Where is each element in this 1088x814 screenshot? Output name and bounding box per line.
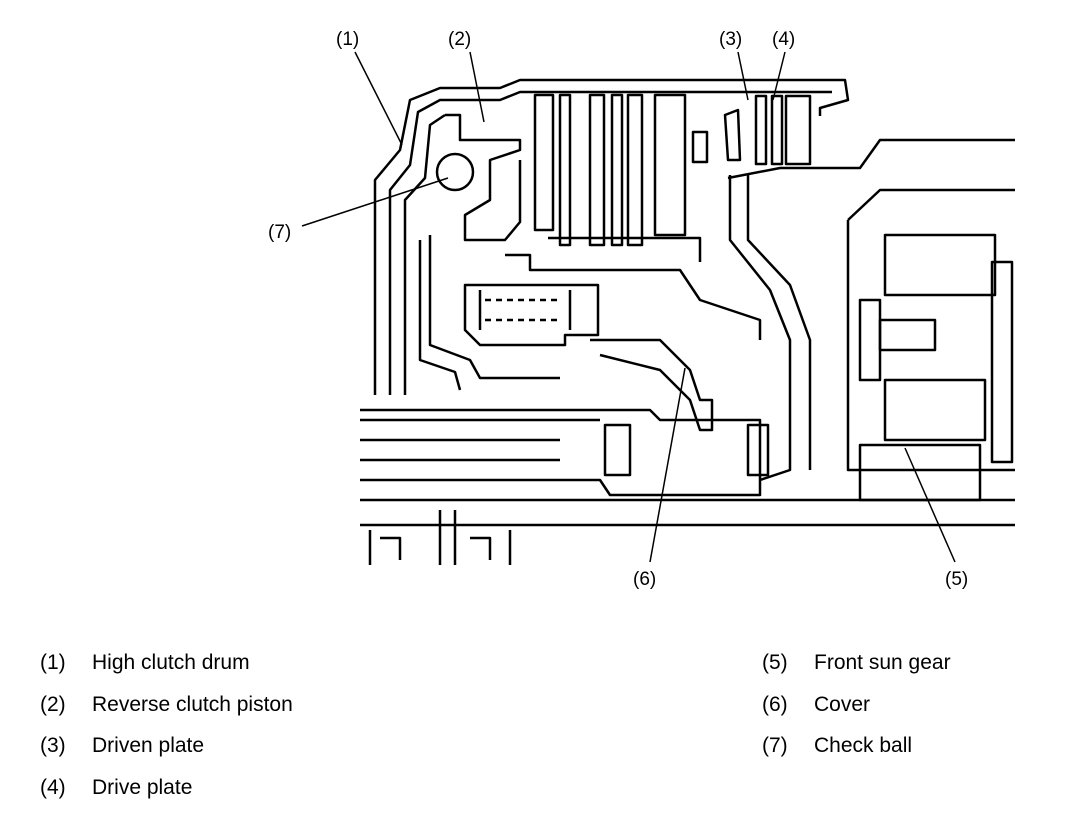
legend: (1) High clutch drum (2) Reverse clutch pi… <box>0 640 1088 810</box>
leader-line-7 <box>301 177 449 227</box>
clutch-plate <box>533 93 555 232</box>
callout-2: (2) <box>448 29 471 50</box>
legend-label: Check ball <box>814 734 913 757</box>
legend-label: High clutch drum <box>92 651 250 674</box>
cover-shape <box>590 338 714 432</box>
callout-7: (7) <box>268 222 291 243</box>
legend-number: (2) <box>40 693 66 716</box>
legend-item-7: (7) Check ball <box>762 733 912 759</box>
legend-item-5: (5) Front sun gear <box>762 650 951 676</box>
front-sun-gear-shape <box>858 443 982 502</box>
leader-line-2 <box>469 51 485 123</box>
leader-line-5 <box>904 447 956 563</box>
reverse-clutch-piston-shape <box>445 113 522 242</box>
legend-label: Front sun gear <box>814 651 951 674</box>
legend-number: (1) <box>40 651 66 674</box>
clutch-assembly-diagram: (1) (2) (3) (4) (5) (6) (7) <box>268 29 1015 590</box>
legend-number: (6) <box>762 693 788 716</box>
high-clutch-drum-shape <box>373 78 850 395</box>
legend-number: (4) <box>40 776 66 799</box>
legend-number: (7) <box>762 734 788 757</box>
legend-item-4: (4) Drive plate <box>40 775 192 801</box>
callout-3: (3) <box>719 29 742 50</box>
legend-item-2: (2) Reverse clutch piston <box>40 692 293 718</box>
legend-label: Reverse clutch piston <box>92 693 293 716</box>
legend-item-1: (1) High clutch drum <box>40 650 250 676</box>
legend-label: Driven plate <box>92 734 205 757</box>
driven-plate-shape <box>723 108 742 162</box>
callout-1: (1) <box>336 29 359 50</box>
legend-label: Drive plate <box>92 776 193 799</box>
legend-item-6: (6) Cover <box>762 692 870 718</box>
legend-label: Cover <box>814 693 871 716</box>
leader-line-3 <box>737 51 749 101</box>
check-ball-shape <box>435 152 475 192</box>
drive-plate-shape <box>754 94 768 166</box>
callout-4: (4) <box>772 29 795 50</box>
leader-line-6 <box>649 367 686 563</box>
legend-number: (3) <box>40 734 66 757</box>
callout-6: (6) <box>633 569 656 590</box>
legend-item-3: (3) Driven plate <box>40 733 204 759</box>
legend-number: (5) <box>762 651 788 674</box>
callout-5: (5) <box>945 569 968 590</box>
leader-line-1 <box>354 51 403 146</box>
leader-line-4 <box>772 51 786 101</box>
